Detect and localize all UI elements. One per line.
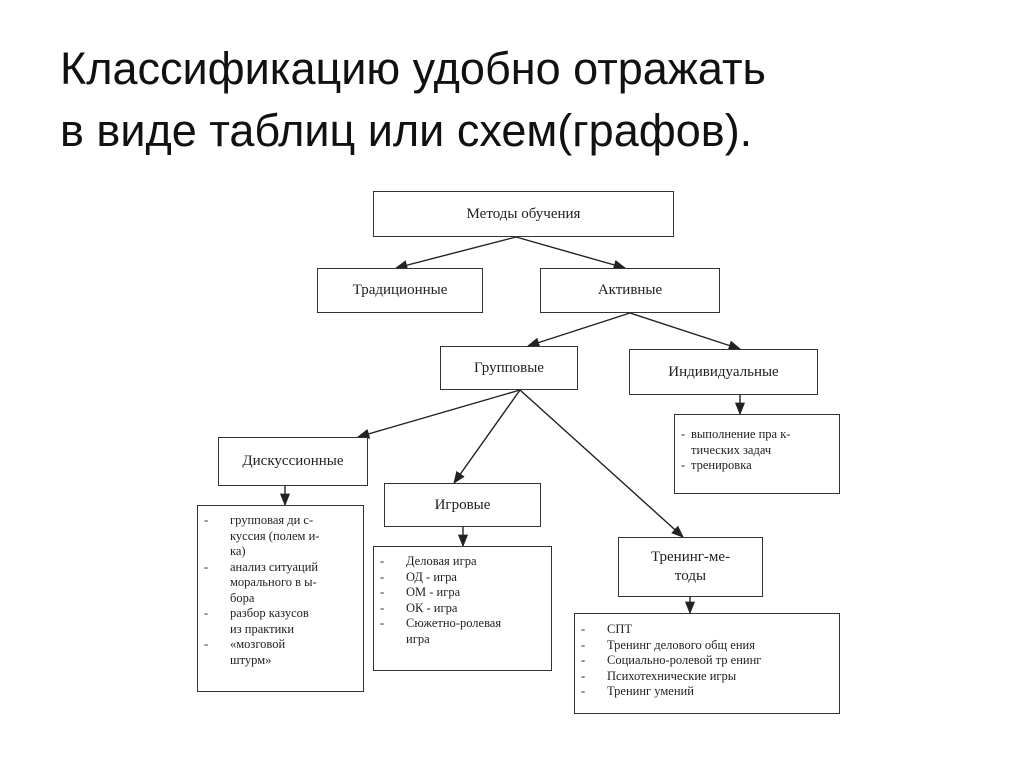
list-item-text: ОД - игра bbox=[406, 569, 457, 584]
node-game: Игровые bbox=[384, 483, 541, 527]
list-item-dash: - bbox=[380, 569, 385, 584]
list-item-text: Тренинг делового общ ения bbox=[607, 637, 755, 652]
list-item-dash: - bbox=[581, 668, 586, 683]
list-item: - выполнение пра к- тических задач bbox=[681, 427, 831, 458]
list-discussion: - групповая ди с- куссия (полем и- ка) -… bbox=[197, 505, 364, 692]
list-item-dash: - bbox=[204, 513, 209, 527]
node-traditional-label: Традиционные bbox=[352, 282, 448, 298]
node-individual-label: Индивидуальные bbox=[668, 363, 779, 380]
list-item-dash: - bbox=[204, 637, 209, 651]
list-item-text: СПТ bbox=[607, 622, 632, 636]
list-item: - Деловая игра bbox=[380, 554, 543, 570]
list-item-text: тренировка bbox=[691, 458, 752, 472]
node-traditional: Традиционные bbox=[317, 268, 483, 313]
list-item-dash: - bbox=[380, 554, 385, 568]
list-item-dash: - bbox=[681, 427, 686, 441]
list-individual: - выполнение пра к- тических задач - тре… bbox=[674, 414, 840, 494]
slide-title: Классификацию удобно отражать в виде таб… bbox=[60, 38, 980, 162]
list-item-text: выполнение пра к- тических задач bbox=[691, 427, 791, 457]
list-item-dash: - bbox=[204, 559, 209, 574]
list-item-text: ОМ - игра bbox=[406, 585, 461, 599]
arrow-active-to-individual bbox=[629, 312, 742, 351]
list-item-dash: - bbox=[681, 458, 686, 472]
list-item: - ОМ - игра bbox=[380, 585, 543, 601]
node-discussion: Дискуссионные bbox=[218, 437, 368, 486]
arrow-root-to-traditional bbox=[394, 236, 517, 271]
node-active: Активные bbox=[540, 268, 720, 313]
list-item-text: разбор казусов из практики bbox=[230, 606, 309, 636]
list-item-text: Психотехнические игры bbox=[607, 668, 737, 683]
list-item-text: групповая ди с- куссия (полем и- ка) bbox=[230, 513, 320, 558]
list-item: - ОД - игра bbox=[380, 570, 543, 586]
list-item: - «мозговой штурм» bbox=[204, 637, 355, 668]
node-discussion-label: Дискуссионные bbox=[242, 453, 344, 469]
list-item-text: ОК - игра bbox=[406, 600, 458, 615]
arrow-group-to-game bbox=[453, 389, 521, 485]
list-item-text: «мозговой штурм» bbox=[230, 637, 286, 667]
node-group-label: Групповые bbox=[474, 359, 544, 376]
list-item-text: анализ ситуаций морального в ы- бора bbox=[230, 559, 319, 605]
list-item: - СПТ bbox=[581, 622, 831, 638]
list-item: - Тренинг делового общ ения bbox=[581, 638, 831, 654]
arrow-root-to-active bbox=[515, 236, 627, 270]
list-game: - Деловая игра - ОД - игра - ОМ - игра -… bbox=[373, 546, 552, 671]
node-individual: Индивидуальные bbox=[629, 349, 818, 395]
list-item-text: Социально-ролевой тр енинг bbox=[607, 653, 762, 667]
list-item-text: Тренинг умений bbox=[607, 684, 694, 698]
node-teaching-methods: Методы обучения bbox=[373, 191, 674, 237]
list-item-dash: - bbox=[581, 637, 586, 652]
list-item-text: Деловая игра bbox=[406, 554, 477, 568]
list-training: - СПТ - Тренинг делового общ ения - Соци… bbox=[574, 613, 840, 714]
list-item: - Сюжетно-ролевая игра bbox=[380, 616, 543, 647]
list-item: - Социально-ролевой тр енинг bbox=[581, 653, 831, 669]
list-item-dash: - bbox=[204, 606, 209, 620]
node-active-label: Активные bbox=[597, 282, 663, 298]
list-item: - анализ ситуаций морального в ы- бора bbox=[204, 560, 355, 607]
list-item-text: Сюжетно-ролевая игра bbox=[406, 616, 502, 646]
list-item: - Тренинг умений bbox=[581, 684, 831, 700]
list-item-dash: - bbox=[581, 622, 586, 636]
slide-title-line-2: в виде таблиц или схем(графов). bbox=[60, 105, 753, 156]
arrow-group-to-discussion bbox=[356, 389, 521, 439]
list-item: - ОК - игра bbox=[380, 601, 543, 617]
list-item-dash: - bbox=[581, 653, 586, 667]
arrow-active-to-group bbox=[526, 312, 631, 348]
arrow-group-to-training bbox=[519, 389, 684, 538]
list-item: - Психотехнические игры bbox=[581, 669, 831, 685]
node-training: Тренинг-ме- тоды bbox=[618, 537, 763, 597]
node-teaching-methods-label: Методы обучения bbox=[466, 205, 581, 222]
list-item-dash: - bbox=[380, 600, 385, 615]
list-item-dash: - bbox=[380, 585, 385, 599]
list-item: - групповая ди с- куссия (полем и- ка) bbox=[204, 513, 355, 560]
list-item: - разбор казусов из практики bbox=[204, 606, 355, 637]
list-item: - тренировка bbox=[681, 458, 831, 474]
node-group: Групповые bbox=[440, 346, 578, 390]
list-item-dash: - bbox=[380, 616, 385, 630]
slide-title-line-1: Классификацию удобно отражать bbox=[60, 43, 767, 94]
node-training-label: Тренинг-ме- тоды bbox=[650, 549, 731, 584]
list-item-dash: - bbox=[581, 684, 586, 698]
node-game-label: Игровые bbox=[434, 496, 491, 513]
